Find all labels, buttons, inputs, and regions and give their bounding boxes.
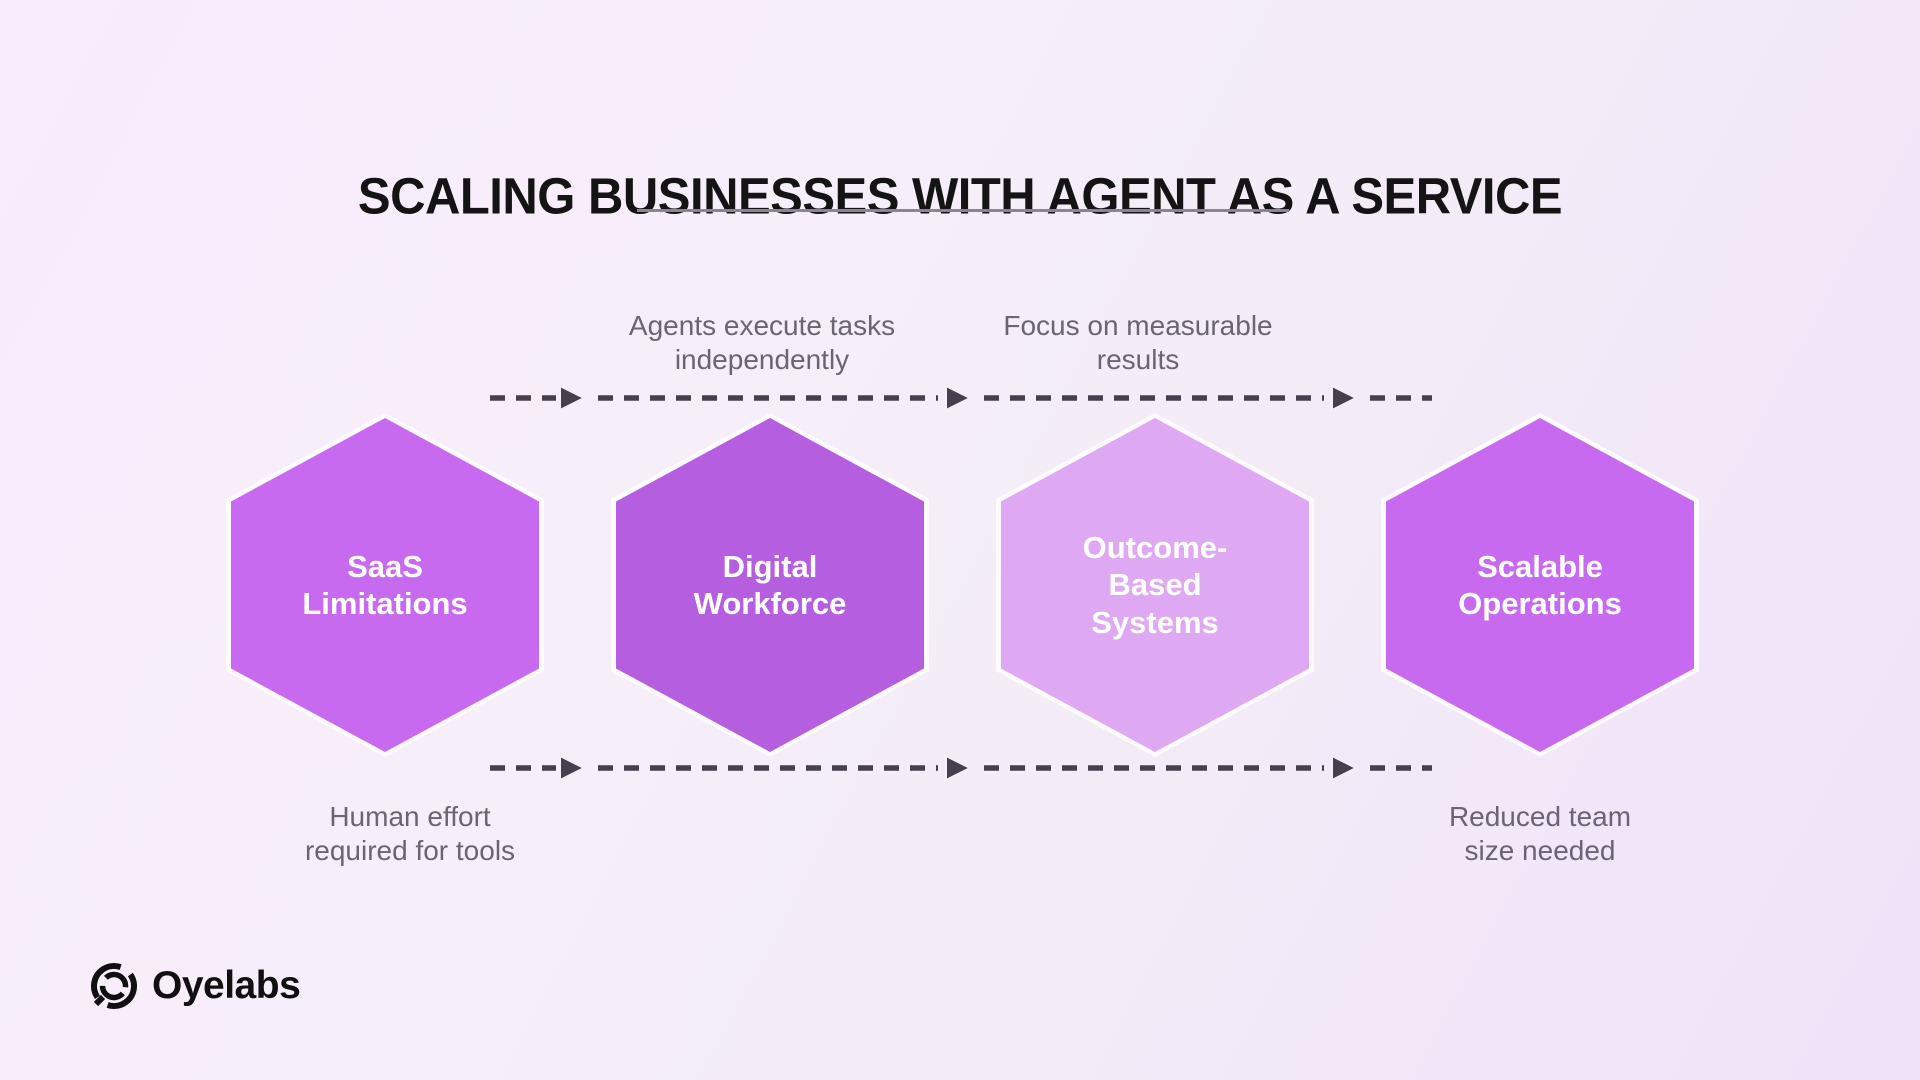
arrowhead-icon [1331, 754, 1359, 782]
hexagon-label: Scalable Operations [1458, 548, 1622, 621]
hexagon-fill: Digital Workforce [616, 418, 924, 752]
arrowhead-icon [945, 754, 973, 782]
arrowhead-icon [1331, 384, 1359, 412]
flow-label-reduced-team: Reduced team size needed [1448, 801, 1632, 867]
page-title: SCALING BUSINESSES WITH AGENT AS A SERVI… [357, 168, 1563, 225]
bottom-flow-arrow [490, 754, 1432, 782]
hexagon-fill: Outcome- Based Systems [1001, 418, 1309, 752]
oyelabs-logo: Oyelabs [88, 958, 301, 1014]
hexagon-fill: Scalable Operations [1386, 418, 1694, 752]
hexagon-saas-limitations: SaaS Limitations [226, 413, 544, 757]
oyelabs-logo-icon [91, 963, 137, 1009]
hexagon-digital-workforce: Digital Workforce [611, 413, 929, 757]
hexagon-fill: SaaS Limitations [231, 418, 539, 752]
title-underline [637, 209, 1289, 212]
flow-label-focus-results: Focus on measurable results [1003, 310, 1273, 376]
hexagon-scalable-operations: Scalable Operations [1381, 413, 1699, 757]
top-flow-arrow [490, 384, 1432, 412]
arrowhead-icon [559, 754, 587, 782]
flow-label-agents-execute: Agents execute tasks independently [628, 310, 896, 376]
oyelabs-logo-text: Oyelabs [152, 964, 301, 1007]
flow-label-human-effort: Human effort required for tools [304, 801, 516, 867]
hexagon-label: SaaS Limitations [302, 548, 468, 621]
hexagon-label: Outcome- Based Systems [1082, 530, 1228, 640]
hexagon-outcome-based-systems: Outcome- Based Systems [996, 413, 1314, 757]
arrowhead-icon [945, 384, 973, 412]
arrowhead-icon [559, 384, 587, 412]
hexagon-label: Digital Workforce [693, 548, 847, 621]
